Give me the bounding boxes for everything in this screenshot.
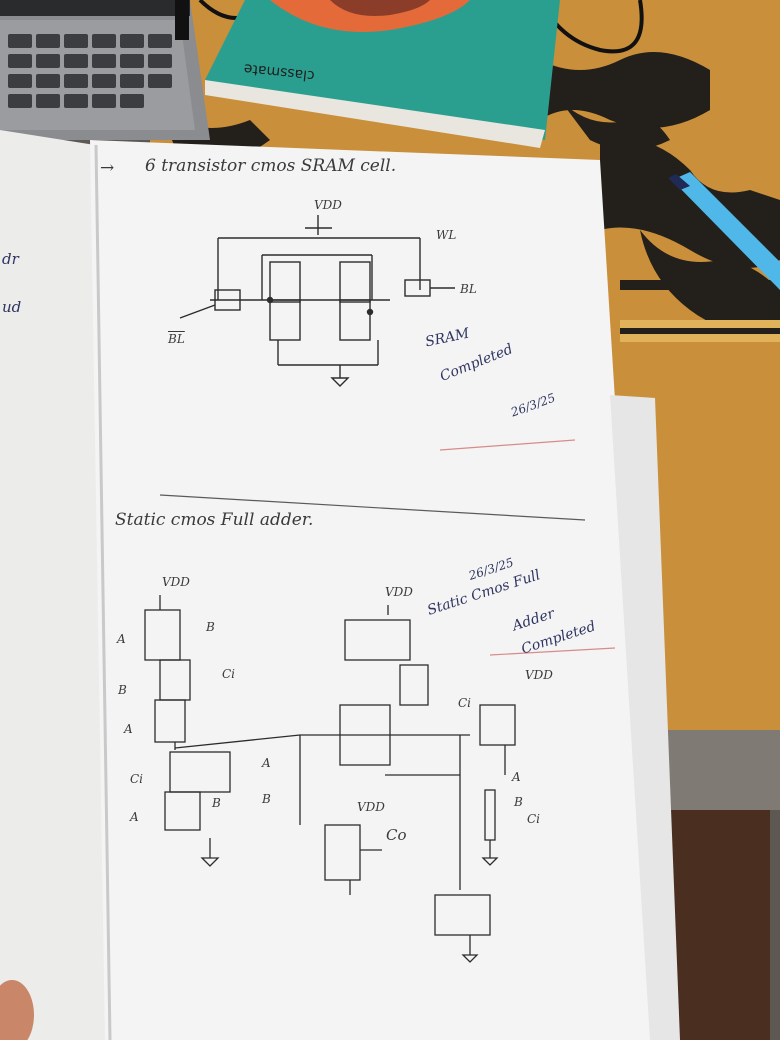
adder-label-b1: B (206, 620, 215, 634)
adder-right-a: A (512, 770, 521, 784)
sram-blbar-label: BL (168, 332, 185, 346)
adder-label-ci2: Ci (130, 772, 144, 786)
book-brand: classmate (243, 60, 315, 83)
adder-ci-label: Ci (458, 696, 472, 710)
adder-heading: Static cmos Full adder. (115, 510, 314, 530)
adder-label-a1: A (117, 632, 126, 646)
adder-vdd-bottom: VDD (357, 800, 385, 814)
adder-vdd-left: VDD (162, 575, 190, 589)
adder-vdd-right: VDD (525, 668, 553, 682)
left-page-fragment-2: ud (2, 298, 22, 316)
page-title: 6 transistor cmos SRAM cell. (145, 156, 397, 176)
adder-right-b: B (514, 795, 523, 809)
adder-label-a4: A (262, 756, 271, 770)
adder-label-a2: A (124, 722, 133, 736)
adder-label-ci1: Ci (222, 667, 236, 681)
adder-right-ci: Ci (527, 812, 541, 826)
adder-label-b3: B (212, 796, 221, 810)
adder-co-label: Co (386, 826, 407, 844)
left-page (0, 130, 110, 1040)
sram-bl-label: BL (460, 282, 477, 296)
right-page (90, 140, 655, 1040)
adder-vdd-mid: VDD (385, 585, 413, 599)
adder-label-b4: B (262, 792, 271, 806)
left-page-fragment-1: dr (2, 250, 19, 268)
adder-label-b2: B (118, 683, 127, 697)
adder-label-a3: A (130, 810, 139, 824)
pen (672, 172, 780, 290)
sram-schematic (179, 215, 455, 387)
adder-schematic (144, 595, 516, 963)
sram-wl-label: WL (436, 228, 457, 242)
title-arrow: → (100, 158, 115, 178)
divider (159, 494, 586, 521)
sram-vdd-label: VDD (314, 198, 342, 212)
finger (0, 980, 34, 1040)
